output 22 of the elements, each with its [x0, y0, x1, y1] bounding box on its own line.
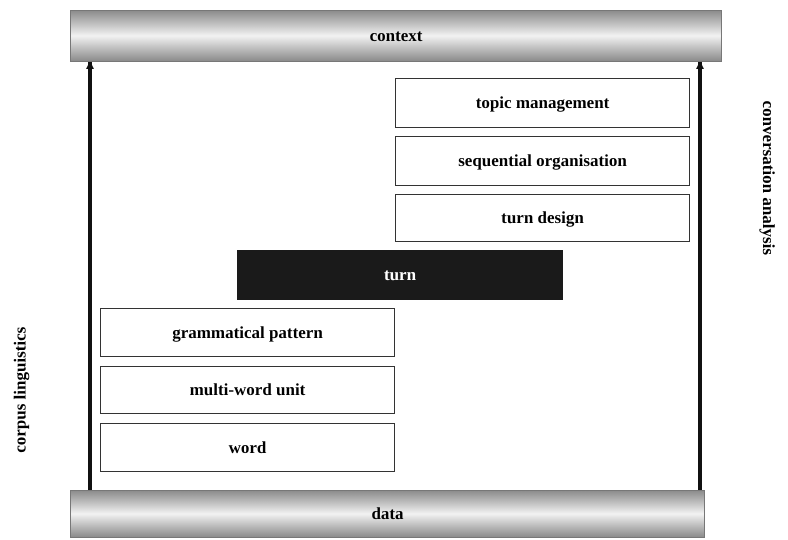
arrow — [86, 61, 94, 490]
gradient-bar — [70, 10, 722, 62]
highlighted-box — [237, 250, 563, 300]
node-label: context — [370, 25, 422, 48]
concept-box — [395, 194, 690, 242]
concept-box — [100, 423, 395, 472]
axis-label: conversation analysis — [758, 100, 779, 256]
node-label: grammatical pattern — [172, 322, 323, 344]
node-label: turn design — [501, 207, 584, 230]
concept-box — [100, 366, 395, 414]
node-label: data — [371, 503, 404, 526]
arrow — [696, 61, 704, 490]
concept-box — [395, 136, 690, 186]
concept-box — [395, 78, 690, 128]
node-label: sequential organisation — [458, 150, 627, 172]
node-label: word — [228, 436, 266, 459]
node-label: turn — [384, 264, 416, 286]
node-label: multi-word unit — [190, 379, 306, 402]
node-label: topic management — [476, 92, 610, 114]
axis-label: corpus linguistics — [9, 326, 30, 454]
concept-box — [100, 308, 395, 357]
gradient-bar — [70, 490, 705, 538]
